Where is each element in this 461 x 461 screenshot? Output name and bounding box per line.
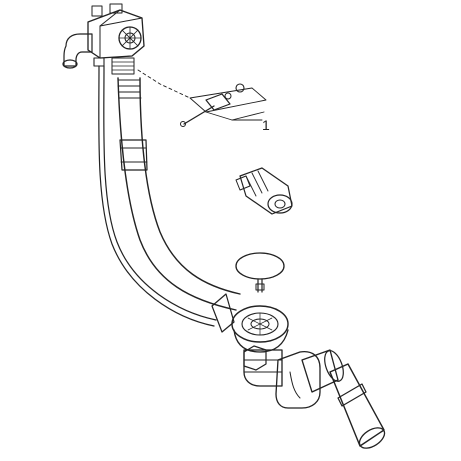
drain-plug-cap xyxy=(235,252,285,293)
part-1-lever-assembly: 1 xyxy=(137,69,270,133)
outlet-pipe xyxy=(329,363,386,449)
drain-body-trap xyxy=(231,305,344,409)
overflow-valve-body xyxy=(62,3,145,75)
drain-pipe xyxy=(117,77,241,333)
bowden-cable xyxy=(98,65,215,327)
callout-label-1: 1 xyxy=(262,117,270,133)
actuator-cartridge xyxy=(235,167,293,215)
